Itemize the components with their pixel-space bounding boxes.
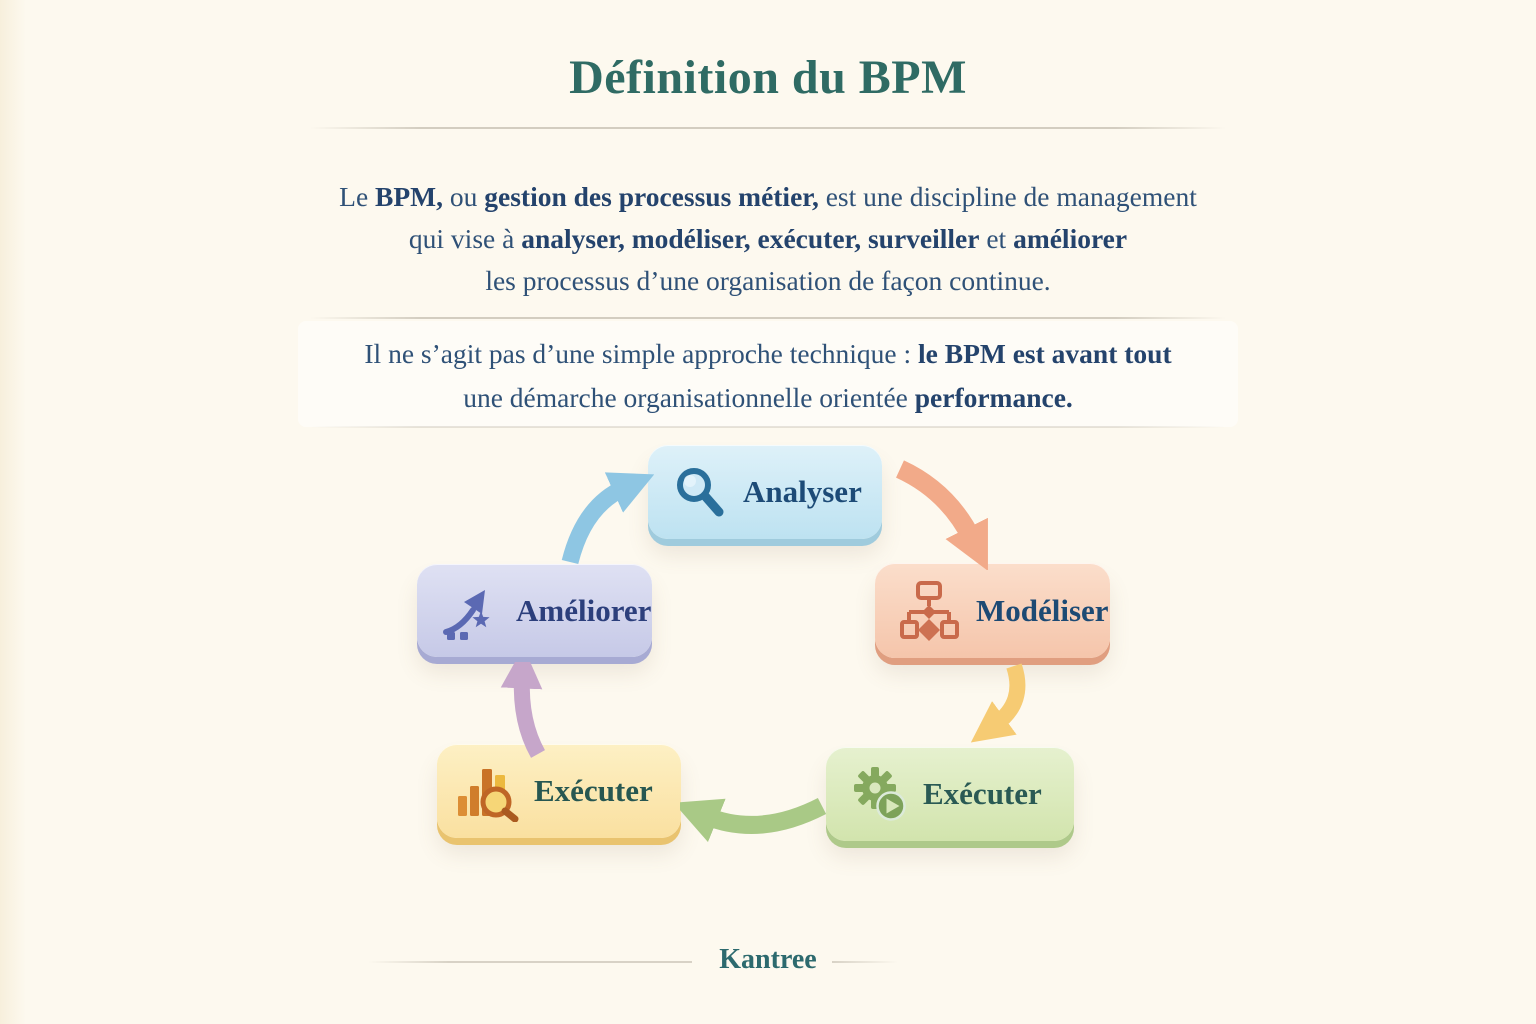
- note-bottom-divider: [310, 426, 1226, 428]
- gear-play-icon: [854, 767, 906, 821]
- footer-divider-left: [368, 961, 692, 963]
- note-text: Il ne s’agit pas d’une simple approche t…: [364, 338, 919, 369]
- note-paragraph: Il ne s’agit pas d’une simple approche t…: [0, 332, 1536, 420]
- note-text-bold: le BPM est avant tout: [918, 338, 1172, 369]
- node-label: Améliorer: [516, 592, 652, 628]
- note-line-2: une démarche organisationnelle orientée …: [0, 376, 1536, 420]
- node-label: Analyser: [743, 474, 862, 509]
- intro-text: ou: [443, 181, 485, 212]
- arrow-analyser-to-modeliser: [895, 460, 988, 570]
- node-label: Modéliser: [976, 592, 1109, 628]
- intro-paragraph: Le BPM, ou gestion des processus métier,…: [0, 176, 1536, 302]
- note-text-bold: performance.: [914, 382, 1073, 413]
- arrow-suivi-to-ameliorer: [500, 662, 546, 758]
- title-divider: [310, 127, 1226, 129]
- note-line-1: Il ne s’agit pas d’une simple approche t…: [0, 332, 1536, 376]
- node-label: Exécuter: [923, 776, 1042, 811]
- intro-line-1: Le BPM, ou gestion des processus métier,…: [0, 176, 1536, 218]
- intro-line-2: qui vise à analyser, modéliser, exécuter…: [0, 218, 1536, 260]
- arrow-ameliorer-to-analyser: [561, 472, 655, 565]
- note-text: une démarche organisationnelle orientée: [463, 382, 915, 413]
- flowchart-icon: [900, 580, 959, 641]
- intro-text: et: [979, 223, 1014, 254]
- node-executer-jaune: Exécuter: [437, 744, 681, 838]
- brand-logo: Kantree: [719, 944, 817, 975]
- page-title: Définition du BPM: [569, 51, 967, 104]
- mid-divider: [310, 317, 1226, 319]
- intro-text: Le: [339, 181, 376, 212]
- intro-text-bold: BPM,: [375, 181, 444, 212]
- node-label: Exécuter: [534, 773, 653, 808]
- node-modeliser: Modéliser: [875, 563, 1110, 658]
- intro-text: qui vise à: [408, 223, 522, 254]
- intro-text-bold: améliorer: [1013, 223, 1128, 254]
- bar-chart-magnifier-icon: [458, 769, 519, 822]
- intro-text: est une discipline de management: [818, 181, 1197, 212]
- intro-text: les processus d’une organisation de faço…: [485, 265, 1051, 296]
- intro-text-bold: analyser, modéliser, exécuter, surveille…: [521, 223, 980, 254]
- node-ameliorer: Améliorer: [417, 564, 652, 657]
- arrow-modeliser-to-executer: [970, 663, 1026, 743]
- arrow-executer-to-suivi: [680, 797, 827, 843]
- node-executer-vert: Exécuter: [826, 747, 1074, 841]
- note-panel: [298, 321, 1238, 427]
- growth-arrow-star-icon: [443, 589, 490, 640]
- node-analyser: Analyser: [648, 445, 882, 539]
- intro-text-bold: gestion des processus métier,: [484, 181, 819, 212]
- footer-divider-right: [832, 961, 898, 963]
- intro-line-3: les processus d’une organisation de faço…: [0, 260, 1536, 302]
- magnifier-icon: [677, 468, 724, 517]
